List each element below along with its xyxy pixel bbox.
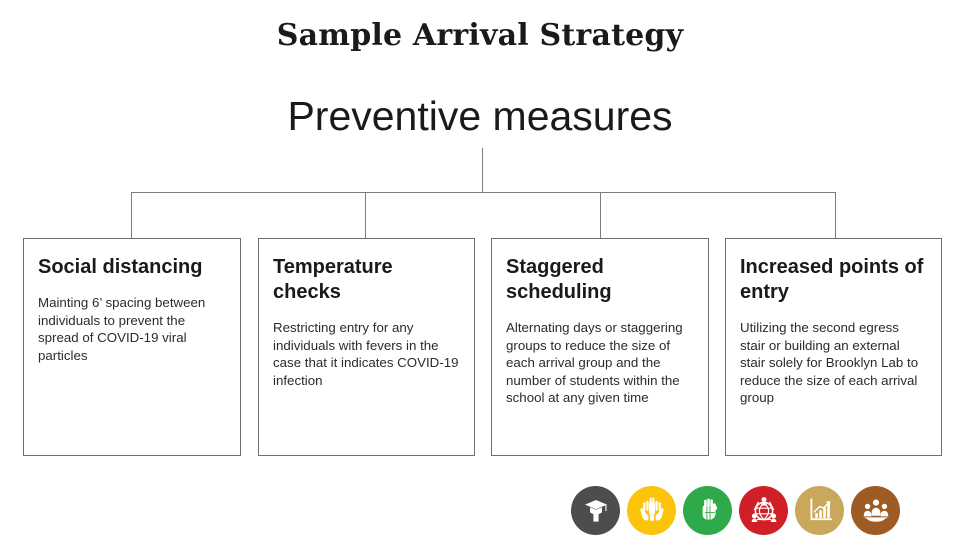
node-box-increased-points-of-entry: Increased points of entry Utilizing the … xyxy=(725,238,942,456)
node-body: Mainting 6’ spacing between individuals … xyxy=(38,295,206,363)
connector-drop-2 xyxy=(365,192,366,238)
node-title: Social distancing xyxy=(38,256,203,278)
node-body: Utilizing the second egress stair or bui… xyxy=(740,320,919,405)
raised-hands-icon xyxy=(627,485,676,535)
people-group-icon xyxy=(851,485,900,535)
node-title: Temperature checks xyxy=(273,256,393,303)
page-title: Sample Arrival Strategy xyxy=(276,18,684,53)
connector-root-stem xyxy=(482,148,483,193)
node-box-temperature-checks: Temperature checks Restricting entry for… xyxy=(258,238,475,456)
sdg-icon-row xyxy=(571,485,916,535)
connector-drop-3 xyxy=(600,192,601,238)
node-body: Restricting entry for any individuals wi… xyxy=(273,320,459,388)
connector-horizontal-bus xyxy=(131,192,836,193)
connector-drop-1 xyxy=(131,192,132,238)
raised-fist-icon xyxy=(683,485,732,535)
globe-people-icon xyxy=(739,485,788,535)
node-body: Alternating days or staggering groups to… xyxy=(506,320,683,405)
node-box-staggered-scheduling: Staggered scheduling Alternating days or… xyxy=(491,238,709,456)
connector-drop-4 xyxy=(835,192,836,238)
root-node-heading: Preventive measures xyxy=(287,93,673,139)
growth-chart-icon xyxy=(795,485,844,535)
node-title: Increased points of entry xyxy=(740,256,924,303)
graduation-cap-icon xyxy=(571,485,620,535)
node-box-social-distancing: Social distancing Mainting 6’ spacing be… xyxy=(23,238,241,456)
node-title: Staggered scheduling xyxy=(506,256,612,303)
